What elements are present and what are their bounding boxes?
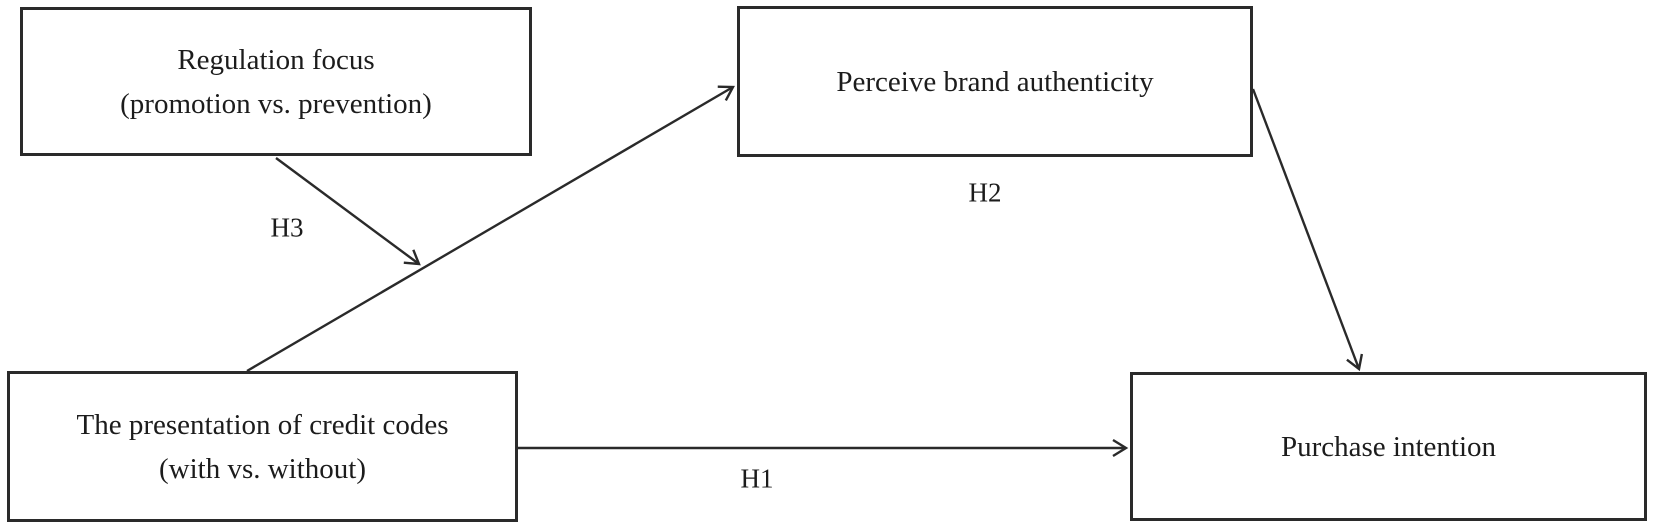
node-regulation-focus-line2: (promotion vs. prevention)	[120, 87, 432, 120]
arrow-credit-codes-to-brand-authenticity	[246, 85, 735, 373]
arrow-regulation-focus-moderation	[275, 157, 421, 266]
node-purchase-intention: Purchase intention	[1130, 372, 1647, 521]
node-presentation-of-credit-codes-line2: (with vs. without)	[158, 452, 367, 485]
hypothesis-label-h1: H1	[740, 463, 774, 494]
node-perceive-brand-authenticity-label: Perceive brand authenticity	[836, 65, 1154, 98]
node-purchase-intention-label: Purchase intention	[1280, 430, 1497, 463]
node-presentation-of-credit-codes-line1: The presentation of credit codes	[76, 408, 449, 441]
hypothesis-label-h2: H2	[968, 177, 1002, 208]
node-regulation-focus: Regulation focus (promotion vs. preventi…	[20, 7, 532, 156]
node-perceive-brand-authenticity: Perceive brand authenticity	[737, 6, 1253, 157]
arrow-brand-authenticity-to-purchase-intention	[1251, 88, 1364, 372]
node-presentation-of-credit-codes: The presentation of credit codes (with v…	[7, 371, 518, 522]
node-regulation-focus-line1: Regulation focus	[177, 43, 375, 76]
hypothesis-label-h3: H3	[270, 212, 304, 243]
